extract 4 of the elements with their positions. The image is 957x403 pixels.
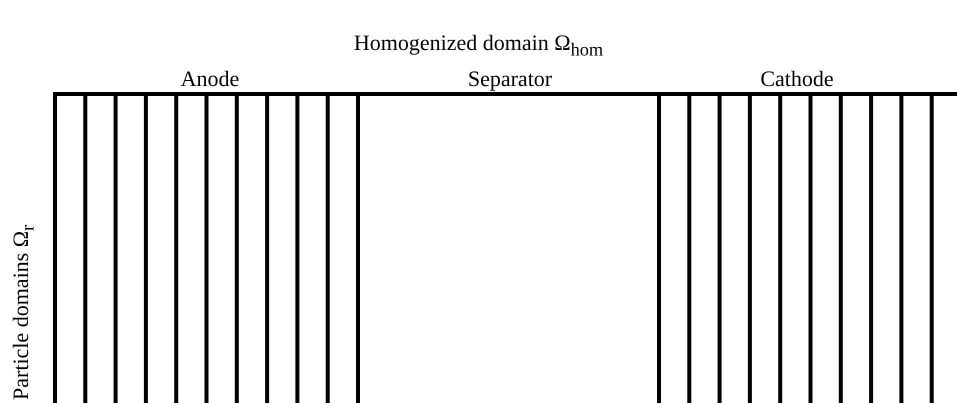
region-label: Anode — [180, 68, 240, 90]
title: Homogenized domain Ω$_{hom}$ — [352, 32, 604, 59]
region-label: Separator — [466, 68, 554, 90]
region-label: Cathode — [759, 68, 835, 90]
